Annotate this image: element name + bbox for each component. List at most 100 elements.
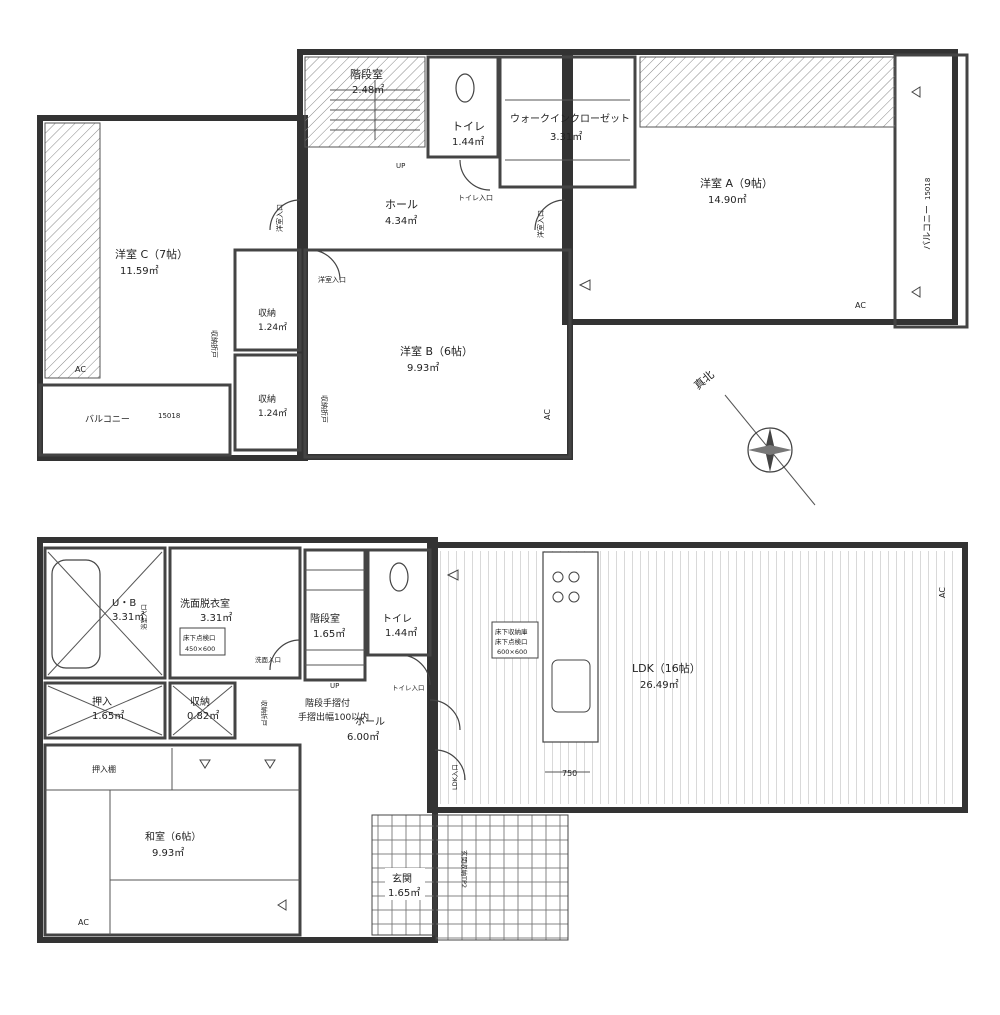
compass: 真北 [691, 367, 816, 506]
mark-triangle-2f-1 [578, 279, 591, 291]
hall-1f-up: UP [330, 682, 339, 690]
underfloor-inspection-label-1: 床下点検口 [183, 633, 216, 642]
entrance-name: 玄関 [392, 872, 412, 885]
room-a-entry-label: 洋室入口 [536, 210, 545, 238]
underfloor-storage-box [491, 621, 539, 659]
stair-2f-area: 2.48㎡ [352, 84, 384, 96]
compass-north-label: 真北 [691, 367, 717, 392]
bath-entry-label: 浴室入口 [139, 604, 148, 630]
stove-burner-icon [552, 591, 564, 603]
dimension-label: 750 [562, 769, 577, 778]
washitsu-ac: AC [78, 918, 89, 927]
storage-door-label-2f: 収納折戸 [210, 330, 219, 358]
right-balcony-code: 15018 [924, 178, 932, 200]
room-b-entry-label: 洋室入口 [318, 275, 346, 284]
bath-area: 3.31㎡ [112, 611, 144, 623]
ldk-name: LDK（16帖） [632, 662, 701, 675]
ldk-area: 26.49㎡ [640, 679, 679, 691]
toilet-1f-bowl-icon [389, 562, 409, 592]
porch-tile [435, 814, 569, 941]
room-b-area: 9.93㎡ [407, 362, 439, 374]
room-c-ac: AC [75, 365, 86, 374]
mark-triangle-1f-1 [446, 569, 459, 581]
second-floor-stair: 階段室 2.48㎡ [330, 67, 420, 140]
stove-burner-icon [552, 571, 564, 583]
toilet-2f-area: 1.44㎡ [452, 136, 484, 148]
room-a-name: 洋室 A（9帖） [700, 176, 773, 190]
toilet-1f-area: 1.44㎡ [385, 627, 417, 639]
first-floor-left-wall [37, 537, 438, 943]
door-swing-2f-1 [269, 199, 301, 231]
washitsu-name: 和室（6帖） [145, 830, 201, 843]
hall-1f-area: 6.00㎡ [347, 731, 379, 743]
door-swing-1f-4 [429, 699, 461, 731]
bathtub-icon [51, 559, 101, 669]
stair-hatch [304, 56, 426, 148]
door-swing-2f-4 [459, 159, 491, 191]
washitsu-wall [43, 743, 302, 937]
oshiire-shelf-label: 押入棚 [92, 764, 116, 774]
ldk-ac: AC [938, 587, 947, 598]
walkin-shelves [505, 99, 630, 161]
wash-entry-label: 洗面入口 [255, 655, 281, 664]
walkin-name: ウォークインクローゼット [510, 113, 630, 125]
hall-1f-name: ホール [355, 716, 385, 728]
door-swing-1f-1 [269, 639, 301, 671]
underfloor-inspection-label-2: 床下点検口 [495, 637, 528, 646]
door-swing-2f-3 [534, 199, 566, 231]
stair-note-2: 手摺出幅100以内 [298, 711, 369, 723]
closet-in-area: 1.65㎡ [92, 710, 124, 722]
hall-2f-name: ホール [385, 198, 418, 211]
mark-triangle-1f-3 [264, 759, 276, 769]
toilet-1f-name: トイレ [382, 614, 412, 625]
underfloor-inspection-box [179, 627, 226, 656]
toilet-2f-name: トイレ [452, 120, 485, 133]
door-swing-2f-2 [309, 249, 341, 281]
closet-2f-lower-area: 1.24㎡ [258, 408, 287, 419]
entrance-storage-note: 玄関収納TP2 [460, 850, 469, 888]
stair-1f-treads [305, 569, 365, 666]
closet-2f-upper [233, 248, 302, 352]
walkin-wall [498, 55, 637, 189]
room-c-entry-label: 洋室入口 [275, 204, 284, 232]
storage-1f-wall [168, 681, 237, 740]
closet-in-wall [43, 681, 167, 740]
closet-2f-lower-name: 収納 [258, 393, 276, 405]
room-b-wall [303, 248, 572, 459]
stove-burner-icon [568, 591, 580, 603]
stair-1f-name: 階段室 [310, 612, 340, 625]
left-balcony [38, 383, 232, 457]
left-balcony-name: バルコニー [85, 414, 130, 425]
ldk-entry-label: LDK入口 [451, 764, 459, 790]
toilet-1f-wall [366, 548, 432, 657]
room-c-hatch [44, 122, 101, 379]
washitsu-area: 9.93㎡ [152, 847, 184, 859]
bath-name: U・B [112, 598, 136, 609]
door-swing-1f-2 [399, 654, 431, 686]
mark-triangle-1f-2 [199, 759, 211, 769]
room-a-hatch [639, 56, 896, 128]
stair-1f-area: 1.65㎡ [313, 628, 345, 640]
closet-2f-lower [233, 353, 302, 452]
walkin-area: 3.31㎡ [550, 131, 582, 143]
room-b-ac: AC [543, 409, 552, 420]
toilet-2f-bowl-icon [455, 73, 475, 103]
closet-2f-upper-name: 収納 [258, 307, 276, 319]
closet-2f-upper-area: 1.24㎡ [258, 322, 287, 333]
first-floor-ldk-wall [427, 542, 968, 813]
underfloor-storage-label: 床下収納庫 [495, 627, 528, 636]
storage-1f-name: 収納 [190, 695, 210, 708]
ldk-floor [436, 551, 959, 804]
entrance-label-bg [385, 868, 425, 900]
room-a-area: 14.90㎡ [708, 194, 747, 206]
room-b-name: 洋室 B（6帖） [400, 344, 473, 358]
toilet-1f-entry-label: トイレ入口 [392, 684, 425, 692]
left-balcony-code: 15018 [158, 412, 180, 420]
entrance-area: 1.65㎡ [388, 887, 420, 899]
toilet-2f-entry-label: トイレ入口 [458, 194, 493, 202]
right-balcony [893, 53, 969, 329]
underfloor-size-1: 450×600 [185, 645, 215, 653]
right-balcony-name: バルコニー [922, 205, 933, 250]
stair-1f-wall [303, 548, 367, 682]
